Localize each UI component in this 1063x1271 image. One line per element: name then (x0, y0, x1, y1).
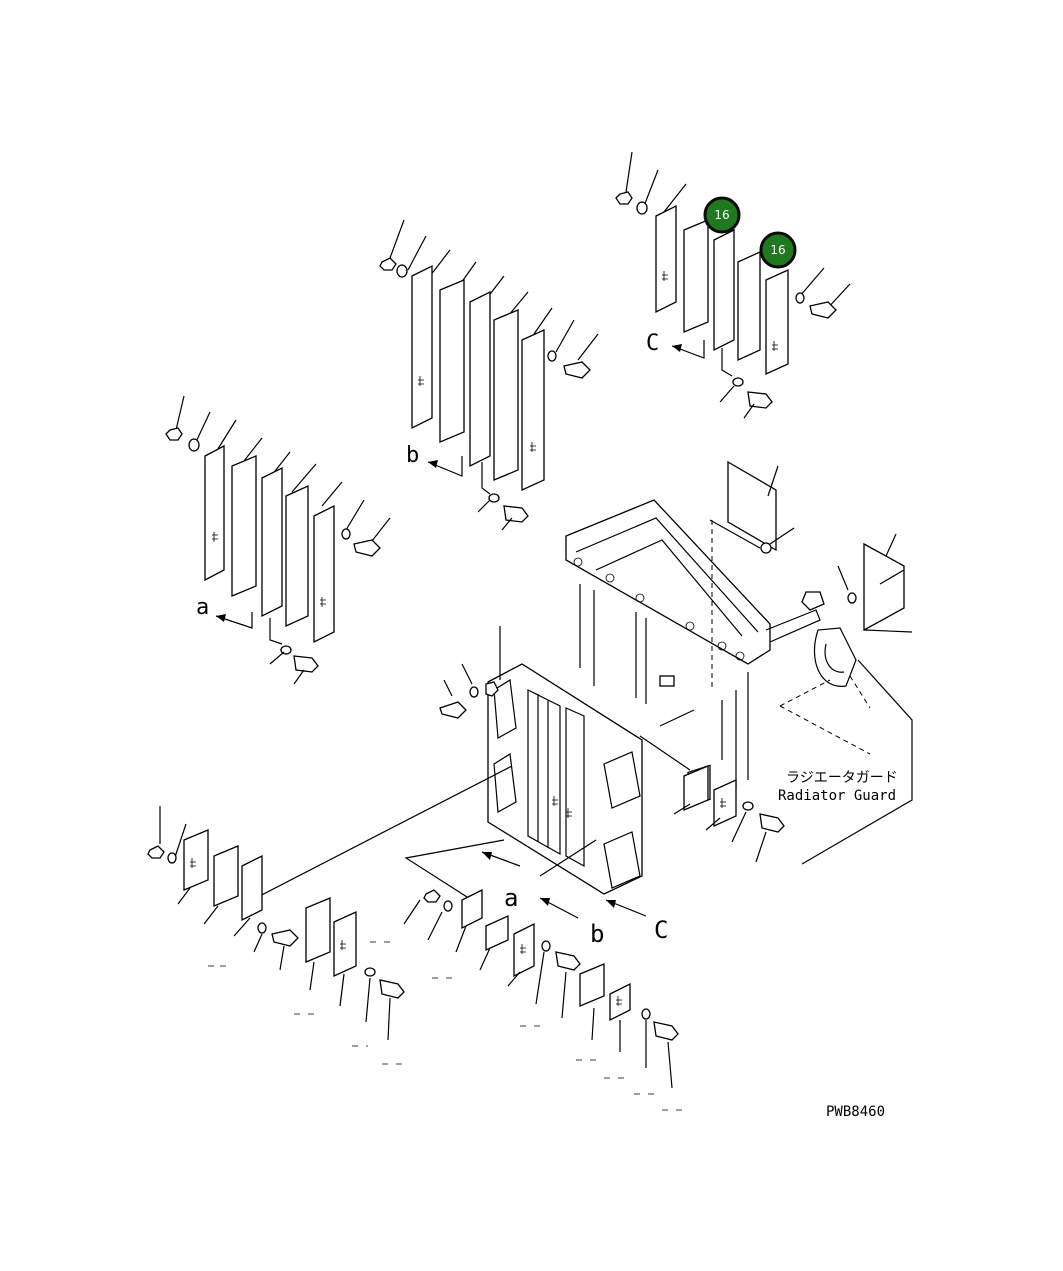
callout-label: 16 (770, 243, 785, 257)
view-label-a-lower: a (504, 884, 518, 912)
drawing-code: PWB8460 (826, 1104, 885, 1120)
view-label-c-upper: C (646, 331, 659, 356)
plate-group-b (379, 219, 599, 531)
part-callout-16-second[interactable]: 16 (759, 231, 797, 269)
view-label-c-lower: C (654, 916, 668, 944)
part-callout-16-first[interactable]: 16 (703, 196, 741, 234)
view-label-a-upper: a (196, 595, 209, 620)
callout-label: 16 (714, 208, 729, 222)
lower-left-shims (147, 806, 405, 1065)
lower-center-shims (403, 888, 682, 1111)
plate-group-c (615, 151, 851, 419)
caption-japanese: ラジエータガード (786, 770, 898, 786)
caption-english: Radiator Guard (778, 788, 896, 804)
plate-group-a (165, 395, 391, 685)
view-label-b-lower: b (590, 920, 604, 948)
view-label-b-upper: b (406, 443, 419, 468)
center-panel-assembly (247, 626, 913, 919)
